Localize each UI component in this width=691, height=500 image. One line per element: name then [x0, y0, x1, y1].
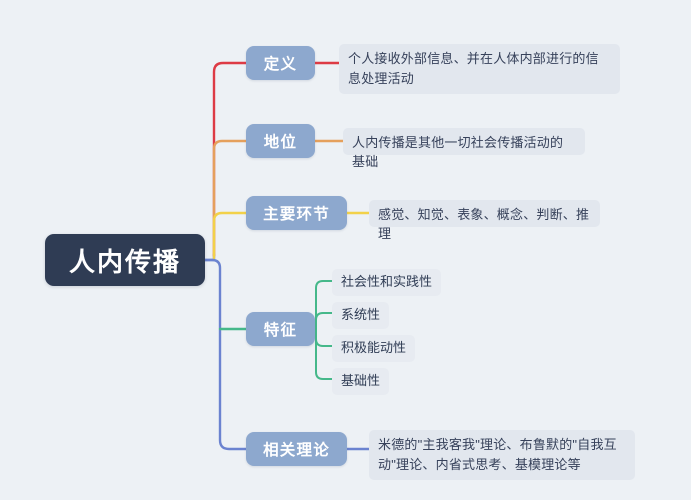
sub-item-characteristics-1-label: 社会性和实践性: [341, 274, 433, 289]
leaf-detail-related-theories[interactable]: 米德的"主我客我"理论、布鲁默的"自我互动"理论、内省式思考、基模理论等: [369, 430, 635, 480]
leaf-detail-definition-text: 个人接收外部信息、并在人体内部进行的信息处理活动: [348, 51, 599, 86]
wire-spine-down: [203, 258, 248, 451]
branch-label-status: 地位: [263, 134, 298, 151]
leaf-detail-related-theories-text: 米德的"主我客我"理论、布鲁默的"自我互动"理论、内省式思考、基模理论等: [378, 437, 617, 472]
wire-spine: [203, 252, 216, 262]
branch-node-definition[interactable]: 定义: [246, 46, 315, 80]
sub-item-characteristics-3[interactable]: 积极能动性: [332, 335, 416, 362]
wire-char-child-3: [315, 328, 333, 347]
wire-char-child-4: [315, 328, 333, 380]
branch-node-related-theories[interactable]: 相关理论: [246, 432, 347, 466]
leaf-detail-main-links[interactable]: 感觉、知觉、表象、概念、判断、推理: [369, 200, 600, 241]
branch-node-main-links[interactable]: 主要环节: [246, 196, 347, 230]
sub-item-characteristics-3-label: 积极能动性: [341, 340, 407, 355]
branch-node-characteristics[interactable]: 特征: [246, 312, 315, 346]
sub-item-characteristics-4[interactable]: 基础性: [332, 368, 390, 395]
root-node[interactable]: 人内传播: [45, 234, 205, 286]
sub-item-characteristics-1[interactable]: 社会性和实践性: [332, 269, 442, 296]
branch-label-characteristics: 特征: [263, 322, 298, 339]
sub-item-characteristics-2-label: 系统性: [341, 307, 381, 322]
wire-status: [212, 139, 248, 258]
branch-node-status[interactable]: 地位: [246, 124, 315, 158]
wire-definition: [212, 61, 248, 258]
sub-item-characteristics-2[interactable]: 系统性: [332, 302, 390, 329]
branch-label-related-theories: 相关理论: [263, 442, 330, 459]
root-node-label: 人内传播: [68, 246, 181, 277]
branch-label-definition: 定义: [263, 56, 298, 73]
leaf-detail-definition[interactable]: 个人接收外部信息、并在人体内部进行的信息处理活动: [339, 44, 620, 94]
leaf-detail-main-links-text: 感觉、知觉、表象、概念、判断、推理: [378, 207, 590, 241]
wire-char-child-1: [315, 280, 333, 330]
wire-char-child-2: [315, 312, 333, 330]
leaf-detail-status[interactable]: 人内传播是其他一切社会传播活动的基础: [343, 128, 585, 169]
sub-item-characteristics-4-label: 基础性: [341, 373, 381, 388]
branch-label-main-links: 主要环节: [263, 206, 330, 223]
leaf-detail-status-text: 人内传播是其他一切社会传播活动的基础: [352, 135, 564, 169]
wire-main-links: [212, 211, 248, 260]
